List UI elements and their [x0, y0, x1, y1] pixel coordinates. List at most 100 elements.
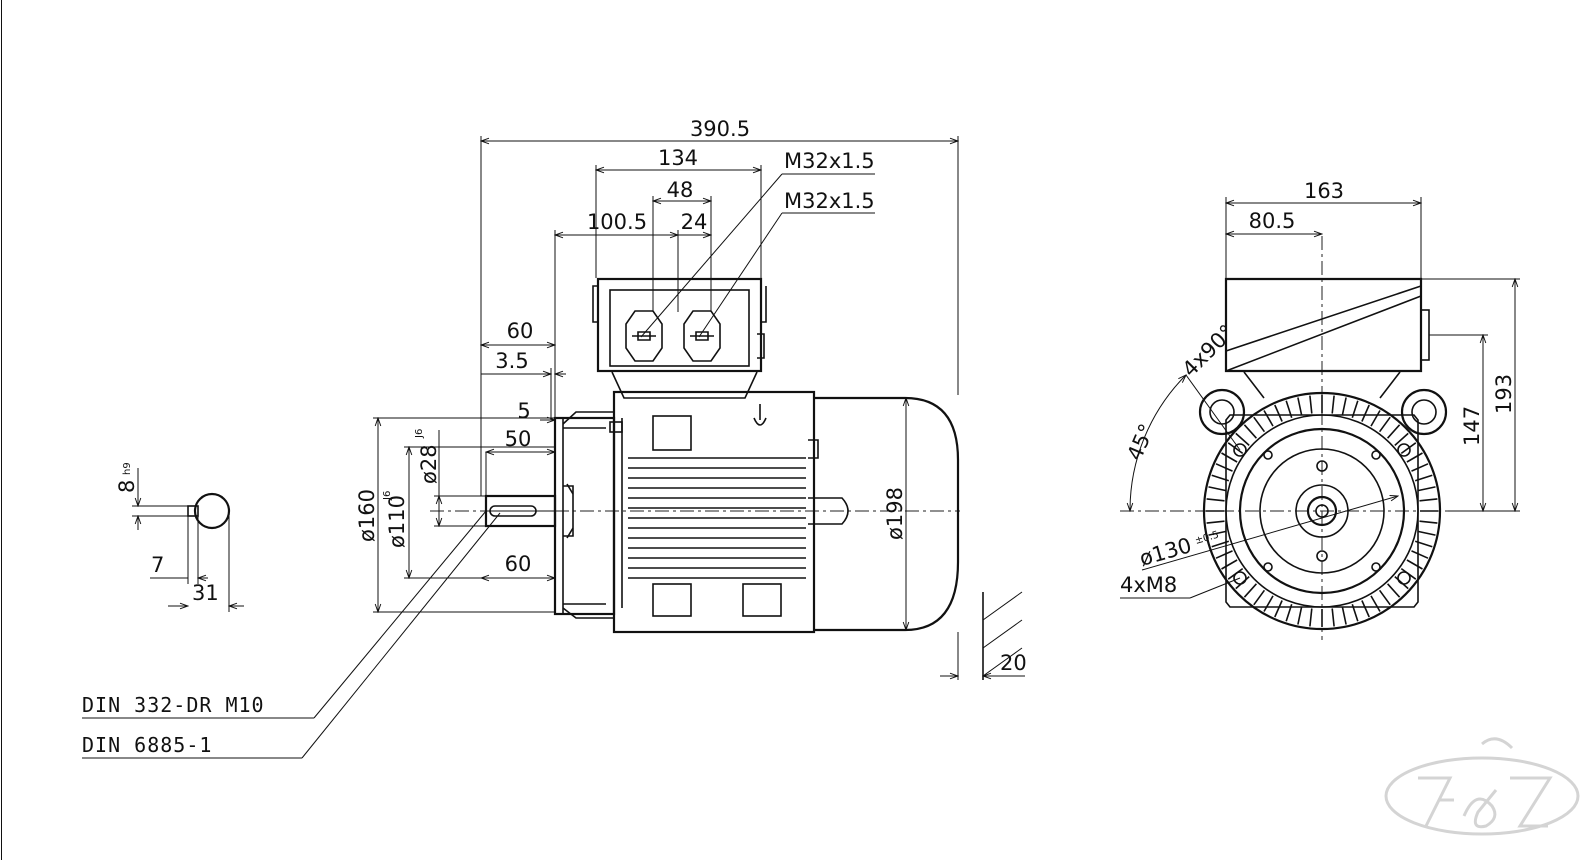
gland-bottom-label: M32x1.5 — [784, 189, 875, 213]
radial-fin — [1206, 520, 1225, 524]
cable-gland-right — [683, 310, 721, 362]
dim-spigot-tolerance-label: J6 — [382, 491, 393, 501]
radial-fin — [1235, 432, 1250, 446]
radial-fin — [1297, 606, 1303, 625]
radial-fin — [1378, 416, 1391, 433]
dim-shaft-height: 31 — [168, 511, 244, 612]
dim-shaft-diameter-label: ø28 — [417, 444, 441, 484]
radial-fin — [1417, 530, 1436, 536]
radial-fin — [1400, 442, 1417, 455]
dim-spigot-diameter-label: ø110 — [385, 495, 409, 548]
radial-fin — [1387, 424, 1401, 439]
dim-pitch-tolerance-label: ±0.5 — [1194, 530, 1220, 547]
radial-fin — [1309, 608, 1313, 627]
front-finned-body — [1202, 391, 1442, 631]
brand-watermark-logo — [1384, 737, 1580, 836]
callout-leaders: DIN 332-DR M10 DIN 6885-1 — [82, 510, 501, 759]
radial-fin — [1309, 395, 1313, 414]
dim-box-height: 193 — [1421, 279, 1520, 511]
radial-fin — [1263, 595, 1274, 612]
dim-threads: 4xM8 — [1120, 573, 1241, 599]
dim-spigot-depth: 3.5 — [481, 349, 566, 420]
radial-fin — [1215, 463, 1233, 472]
fan-cover — [814, 396, 960, 632]
dim-gland-height-label: 147 — [1460, 406, 1484, 446]
radial-fin — [1387, 583, 1401, 598]
radial-fin — [1419, 520, 1438, 524]
dim-box-position: 100.5 24 — [555, 210, 711, 418]
dim-overall-length-label: 390.5 — [690, 117, 750, 141]
dim-total-width-label: 163 — [1304, 179, 1344, 203]
front-flange-face — [1233, 427, 1411, 595]
radial-fin — [1378, 589, 1391, 606]
radial-fin — [1411, 550, 1429, 559]
radial-fin — [1274, 600, 1283, 618]
dim-terminal-box-width: 134 — [596, 146, 761, 278]
radial-fin — [1297, 397, 1303, 416]
radial-fin — [1394, 432, 1409, 446]
terminal-box — [592, 277, 767, 399]
dim-key-depth-section-label: 7 — [151, 553, 164, 577]
dim-key-depth-side: 5 — [517, 399, 555, 423]
dim-gland-offset-label: 24 — [681, 210, 708, 234]
key-standard-callout: DIN 6885-1 — [82, 733, 212, 757]
dim-foot-offset-label: 60 — [505, 552, 532, 576]
shaft-section-circle — [193, 492, 231, 530]
lifting-eyes — [1198, 388, 1448, 436]
dim-bolt-pattern-label: 4x90° — [1178, 320, 1240, 382]
center-hole-callout: DIN 332-DR M10 — [82, 693, 265, 717]
dim-key-depth-side-label: 5 — [517, 399, 530, 423]
dim-half-width: 80.5 — [1226, 209, 1322, 234]
dim-shaft-height-label: 31 — [192, 581, 219, 605]
radial-fin — [1331, 608, 1335, 627]
dim-shaft-diameter: ø28 J6 — [414, 429, 486, 526]
radial-fin — [1208, 486, 1227, 492]
dim-gland-spacing: 48 — [653, 178, 711, 312]
dim-flange-position-label: 60 — [507, 319, 534, 343]
dim-spigot-diameter: ø110 J6 — [382, 447, 555, 578]
dim-pitch-diameter-label: ø130 — [1137, 533, 1195, 571]
radial-fin — [1406, 452, 1423, 463]
dim-shaft-tolerance-label: J6 — [414, 429, 425, 439]
radial-fin — [1417, 486, 1436, 492]
radial-fin — [1221, 559, 1238, 570]
gland-top-label: M32x1.5 — [784, 149, 875, 173]
shaft — [484, 494, 557, 528]
dim-box-height-label: 193 — [1492, 374, 1516, 414]
dim-foot-offset: 60 — [481, 552, 555, 578]
dim-fan-clearance-label: 20 — [1000, 651, 1027, 675]
dim-shaft-length: 50 — [486, 427, 555, 496]
dim-frame-diameter-label: ø198 — [883, 487, 907, 540]
radial-fin — [1263, 410, 1274, 427]
radial-fin — [1227, 442, 1244, 455]
radial-fin — [1370, 595, 1381, 612]
radial-fin — [1331, 395, 1335, 414]
radial-fin — [1215, 550, 1233, 559]
radial-fin — [1253, 416, 1266, 433]
radial-fin — [1206, 498, 1225, 502]
cooling-fins — [628, 457, 806, 579]
motor-frame — [612, 390, 849, 634]
radial-fin — [1243, 583, 1257, 598]
dim-key-width-label: 8 — [115, 480, 139, 493]
dim-key-width-tolerance-label: h9 — [122, 462, 133, 475]
dim-key-depth-section: 7 — [150, 516, 208, 584]
radial-fin — [1370, 410, 1381, 427]
dim-half-width-label: 80.5 — [1249, 209, 1296, 233]
dim-frame-diameter: ø198 — [883, 398, 912, 630]
radial-fin — [1361, 404, 1370, 422]
radial-fin — [1221, 452, 1238, 463]
dim-flange-diameter: ø160 — [355, 418, 555, 612]
dim-fan-clearance: 20 — [940, 591, 1027, 680]
dim-overall-length: 390.5 — [481, 117, 958, 680]
front-view: 163 80.5 193 147 45° 4x90° ø130 — [1120, 179, 1520, 640]
dim-terminal-box-width-label: 134 — [658, 146, 698, 170]
dim-spigot-depth-label: 3.5 — [495, 349, 528, 373]
radial-fin — [1361, 600, 1370, 618]
dim-bolt-angle: 45° 4x90° — [1123, 320, 1241, 511]
radial-fin — [1341, 397, 1347, 416]
radial-fin — [1243, 424, 1257, 439]
keyway — [187, 505, 199, 517]
dim-pitch-diameter: ø130 ±0.5 — [1137, 496, 1398, 571]
dim-flange-position: 60 — [481, 319, 555, 345]
